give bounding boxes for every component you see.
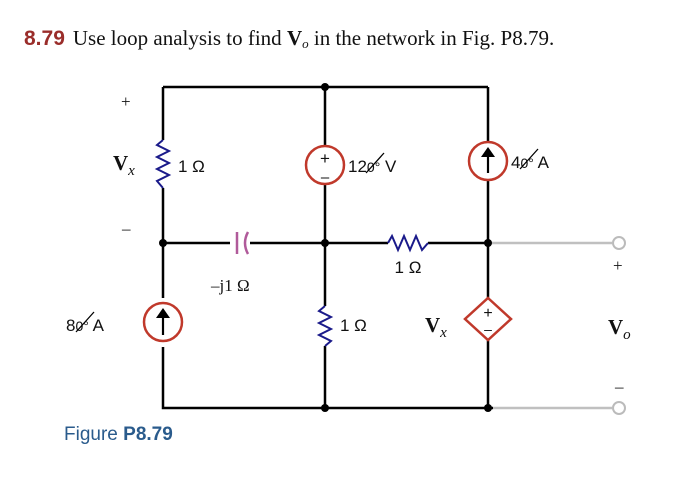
problem-statement: 8.79 Use loop analysis to find Vo in the … [24,26,554,52]
resistor-zigzag-icon [154,139,172,189]
junction-dots [159,83,492,412]
output-leads [490,241,612,410]
output-label: Vo [608,315,631,343]
angle-symbol [365,152,385,174]
angle-symbol [75,311,95,333]
problem-number: 8.79 [24,27,65,50]
middle-resistor-value: 1 Ω [395,258,422,277]
problem-subscript: o [302,36,309,51]
dependent-source-label: Vx [425,313,447,341]
vx-plus-sign: + [121,92,131,111]
angle-symbol [519,148,539,170]
voltage-source-icon: + – [304,144,346,186]
right-source-value: 40° A [511,153,550,172]
middle-source-value: 120° V [348,157,397,176]
output-terminal-icon [612,401,626,415]
left-resistor-value: 1 Ω [178,157,205,176]
current-source-arrow-icon [467,140,509,182]
capacitor-icon [235,231,250,255]
current-source-arrow-icon [142,301,184,343]
output-terminal-icon [612,236,626,250]
circuit-wires [161,85,493,410]
capacitor-value: –j1 Ω [210,276,250,295]
problem-text-after: in the network in Fig. P8.79. [313,26,555,50]
resistor-zigzag-icon [316,305,334,347]
output-minus-sign: – [614,377,624,396]
svg-text:–: – [321,169,330,186]
problem-text-before: Use loop analysis to find [72,26,282,50]
figure-caption: Figure P8.79 [64,424,173,446]
left-source-value: 80° A [66,316,105,335]
figure-number: P8.79 [123,424,173,445]
bottom-resistor-value: 1 Ω [340,316,367,335]
figure-label: Figure [64,424,118,445]
problem-symbol: V [286,26,303,50]
vx-minus-sign: – [121,219,131,238]
resistor-zigzag-icon [387,233,429,253]
vx-label: Vx [113,151,135,179]
svg-text:–: – [484,321,492,337]
svg-text:+: + [320,149,330,168]
svg-text:+: + [483,305,492,322]
dependent-voltage-source-icon: + – [463,296,513,342]
output-plus-sign: + [613,256,623,275]
